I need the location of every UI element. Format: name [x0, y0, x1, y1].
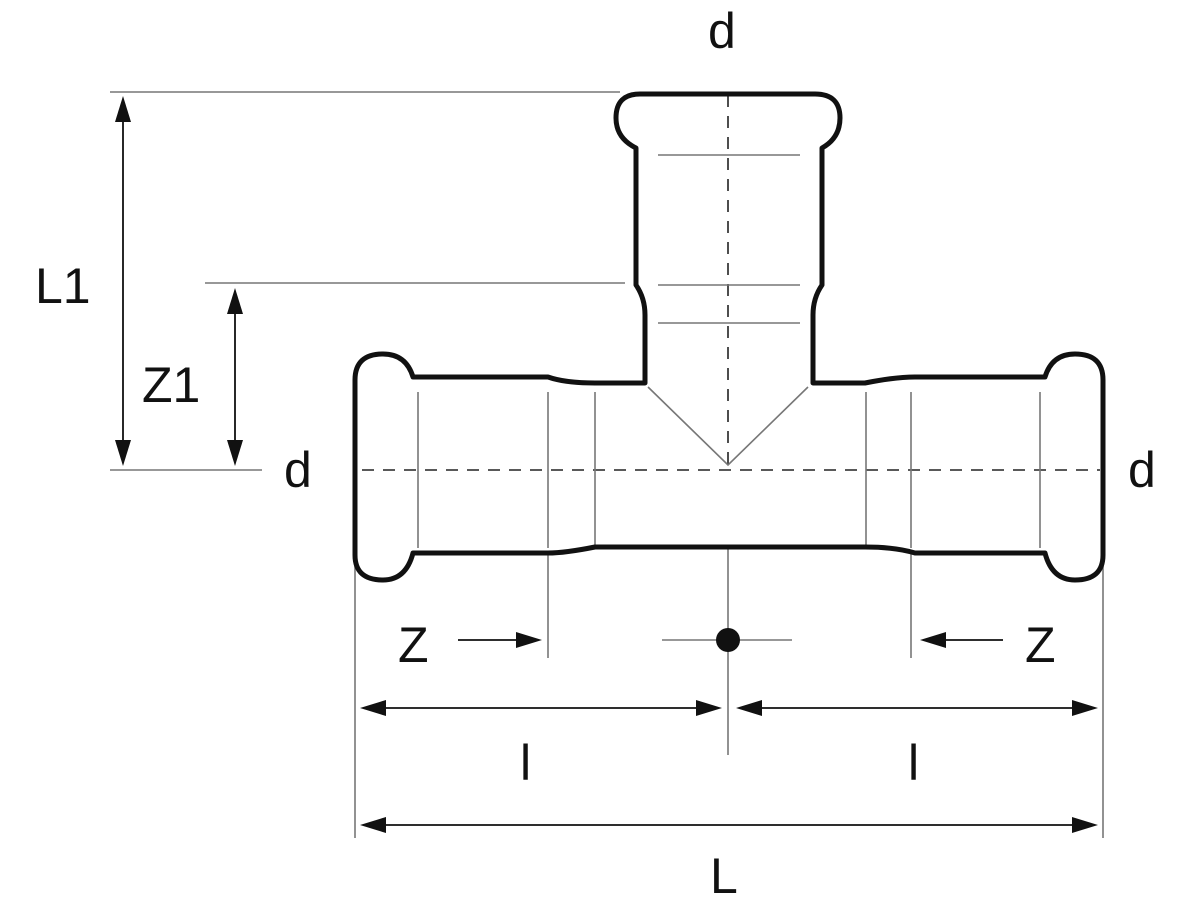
z1-arrow-bottom — [227, 440, 243, 466]
label-l-right: l — [908, 735, 919, 791]
center-point-marker — [716, 628, 740, 652]
label-Z-right: Z — [1025, 617, 1056, 673]
z1-arrow-top — [227, 288, 243, 314]
label-d-right: d — [1128, 442, 1156, 498]
junction-v-lines — [647, 386, 809, 467]
label-Z-left: Z — [398, 617, 429, 673]
z-right-arrow-head — [920, 632, 946, 648]
label-Z1: Z1 — [142, 357, 200, 413]
l-right-arrow-start — [736, 700, 762, 716]
label-L: L — [710, 848, 738, 900]
tee-fitting-outline — [352, 91, 1106, 583]
L-arrow-start — [360, 817, 386, 833]
z-left-arrow-head — [516, 632, 542, 648]
label-l-left: l — [520, 735, 531, 791]
l-right-arrow-end — [1072, 700, 1098, 716]
L-arrow-end — [1072, 817, 1098, 833]
label-d-left: d — [284, 442, 312, 498]
l-left-arrow-end — [696, 700, 722, 716]
l-left-arrow-start — [360, 700, 386, 716]
label-L1: L1 — [35, 258, 91, 314]
label-d-top: d — [708, 3, 736, 59]
l1-arrow-bottom — [115, 440, 131, 466]
l1-arrow-top — [115, 96, 131, 122]
